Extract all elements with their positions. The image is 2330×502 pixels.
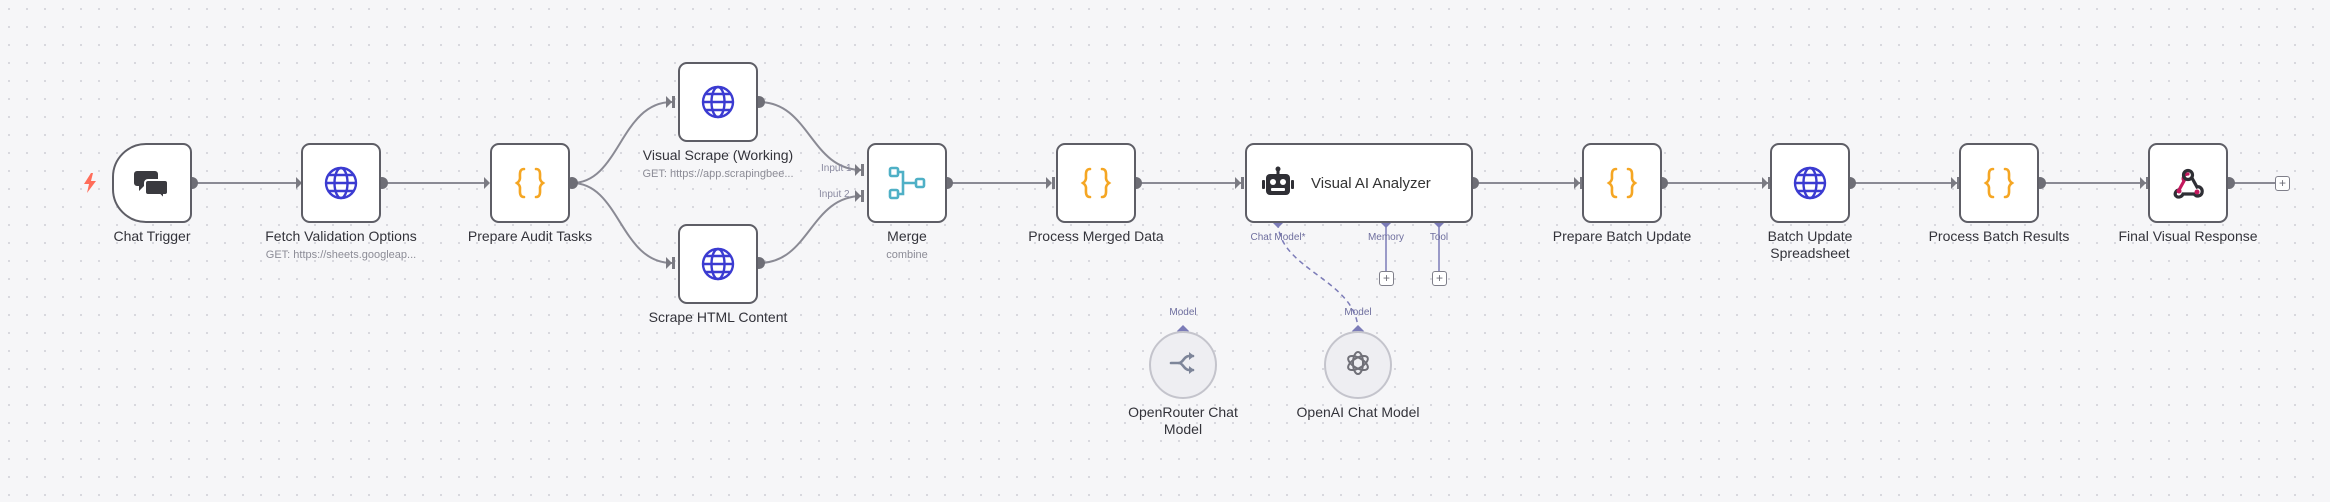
edge-prepare-to-visual bbox=[571, 101, 673, 184]
node-process-merged[interactable] bbox=[1056, 143, 1136, 223]
port-label-chat-model: Chat Model* bbox=[1250, 232, 1306, 243]
node-process-batch[interactable] bbox=[1959, 143, 2039, 223]
globe-icon bbox=[323, 165, 359, 201]
label-batch-update: Batch Update Spreadsheet bbox=[1767, 228, 1853, 261]
label-merge: Merge bbox=[887, 228, 927, 244]
node-chat-trigger[interactable] bbox=[112, 143, 192, 223]
node-visual-scrape[interactable] bbox=[678, 62, 758, 142]
label-prepare-audit: Prepare Audit Tasks bbox=[467, 228, 593, 244]
node-visual-ai-analyzer[interactable]: Visual AI Analyzer bbox=[1245, 143, 1473, 223]
sublabel-visual-scrape: GET: https://app.scrapingbee... bbox=[642, 168, 794, 180]
code-braces-icon bbox=[1604, 165, 1640, 201]
label-chat-trigger: Chat Trigger bbox=[113, 228, 191, 244]
label-openrouter: OpenRouter Chat Model bbox=[1128, 404, 1238, 437]
label-scrape-html: Scrape HTML Content bbox=[648, 309, 788, 325]
sublabel-fetch-validation: GET: https://sheets.googleap... bbox=[265, 249, 417, 261]
node-merge[interactable] bbox=[867, 143, 947, 223]
node-fetch-validation[interactable] bbox=[301, 143, 381, 223]
merge-input2-label: Input 2 bbox=[819, 189, 850, 200]
code-braces-icon bbox=[1078, 165, 1114, 201]
node-scrape-html[interactable] bbox=[678, 224, 758, 304]
node-batch-update[interactable] bbox=[1770, 143, 1850, 223]
label-prepare-batch: Prepare Batch Update bbox=[1552, 228, 1692, 244]
webhook-icon bbox=[2170, 165, 2206, 201]
visual-ai-title: Visual AI Analyzer bbox=[1311, 174, 1431, 192]
add-memory-button[interactable]: + bbox=[1379, 271, 1394, 286]
globe-icon bbox=[700, 84, 736, 120]
code-braces-icon bbox=[1981, 165, 2017, 201]
node-openai-chat-model[interactable] bbox=[1324, 331, 1392, 399]
edge-prepare-to-scrape bbox=[571, 182, 673, 264]
port-label-openai-model: Model bbox=[1344, 307, 1372, 318]
label-final-visual: Final Visual Response bbox=[2118, 228, 2258, 244]
robot-icon bbox=[1261, 166, 1295, 200]
trigger-bolt-icon bbox=[84, 173, 96, 193]
node-openrouter-chat-model[interactable] bbox=[1149, 331, 1217, 399]
globe-icon bbox=[1792, 165, 1828, 201]
port-label-tool: Tool bbox=[1429, 232, 1449, 243]
port-label-openrouter-model: Model bbox=[1169, 307, 1197, 318]
node-prepare-batch[interactable] bbox=[1582, 143, 1662, 223]
add-tool-button[interactable]: + bbox=[1432, 271, 1447, 286]
merge-input1-label: Input 1 bbox=[821, 163, 852, 174]
globe-icon bbox=[700, 246, 736, 282]
node-final-visual[interactable] bbox=[2148, 143, 2228, 223]
openai-icon bbox=[1343, 348, 1373, 383]
label-openai: OpenAI Chat Model bbox=[1296, 404, 1420, 420]
node-prepare-audit[interactable] bbox=[490, 143, 570, 223]
edge-scrape-to-merge bbox=[758, 195, 863, 264]
chat-bubbles-icon bbox=[134, 168, 170, 198]
add-next-node-button[interactable]: + bbox=[2275, 176, 2290, 191]
code-braces-icon bbox=[512, 165, 548, 201]
label-process-batch: Process Batch Results bbox=[1928, 228, 2070, 244]
label-process-merged: Process Merged Data bbox=[1028, 228, 1164, 244]
label-visual-scrape: Visual Scrape (Working) bbox=[642, 147, 794, 163]
port-label-memory: Memory bbox=[1367, 232, 1405, 243]
openrouter-icon bbox=[1169, 351, 1197, 380]
merge-icon bbox=[888, 165, 926, 201]
sublabel-merge: combine bbox=[886, 249, 928, 261]
label-fetch-validation: Fetch Validation Options bbox=[265, 228, 417, 244]
edge-visual-to-merge bbox=[758, 101, 863, 171]
